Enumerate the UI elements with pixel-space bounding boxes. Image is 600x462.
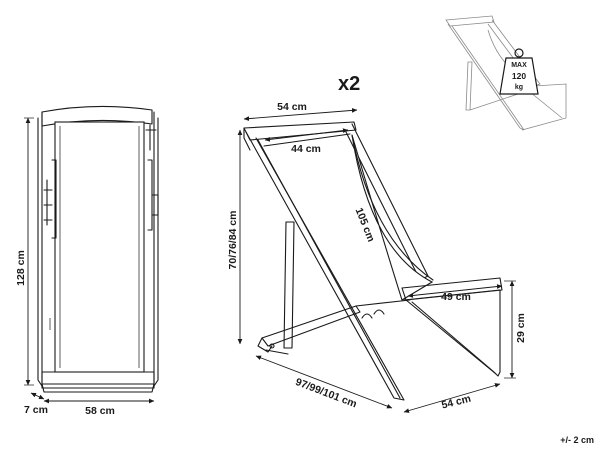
front-height-dimension: 128 cm [15,117,34,386]
seat-width-dimension: 49 cm [407,284,503,303]
inner-top-width-dimension: 44 cm [264,128,349,155]
max-weight-unit: kg [515,84,523,91]
seat-height-label: 29 cm [515,313,527,343]
base-width-label: 54 cm [440,393,472,412]
front-width-dimension: 58 cm [43,398,155,417]
tolerance-note: +/- 2 cm [560,435,594,445]
depth-dimension: 97/99/101 cm [255,355,393,410]
front-height-label: 128 cm [15,250,27,286]
depth-label: 97/99/101 cm [294,376,359,410]
front-width-label: 58 cm [85,405,115,417]
max-weight-badge: MAX 120 kg [499,48,539,95]
quantity-label: x2 [338,73,360,95]
max-weight-value: 120 [512,71,526,81]
front-depth-dimension: 7 cm [24,392,48,416]
seat-width-label: 49 cm [441,291,471,303]
inner-top-width-label: 44 cm [291,143,321,155]
height-label: 70/76/84 cm [227,211,239,270]
front-depth-label: 7 cm [24,404,48,416]
folded-chair-front-view [37,105,159,393]
base-width-dimension: 54 cm [403,383,501,413]
top-width-dimension: 54 cm [243,101,358,121]
max-weight-label: MAX [511,62,527,69]
seat-height-dimension: 29 cm [504,280,527,379]
deck-chair-side-view [243,121,503,401]
height-dimension: 70/76/84 cm [227,129,243,345]
top-width-label: 54 cm [277,101,307,113]
